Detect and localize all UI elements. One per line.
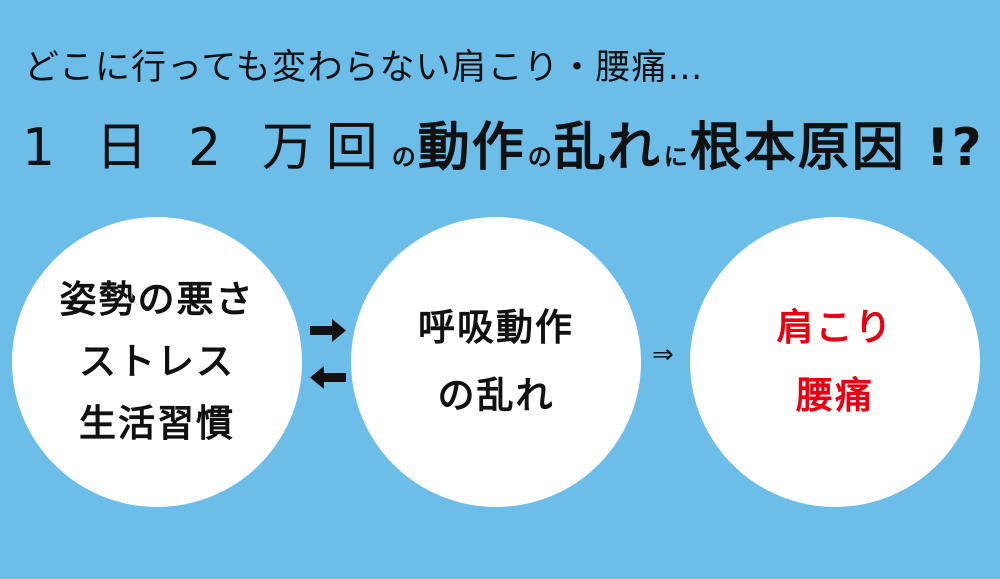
page-title: 1 日 2 万回 の 動作 の 乱れ に 根本原因 !? [22,112,984,184]
breathing-label-line2: の乱れ [437,374,555,417]
title-particle: の [391,143,416,171]
symptom-back-pain: 腰痛 [796,374,874,417]
cause-lifestyle: 生活習慣 [79,402,235,445]
headline: どこに行っても変わらない肩こり・腰痛… [24,48,704,88]
title-part-motion: 動作 [417,118,526,178]
symptoms-circle: 肩こり 腰痛 [690,217,980,507]
title-part-root-cause: 根本原因 !? [689,118,984,178]
bidirectional-arrows [309,318,347,390]
symptom-shoulder-stiffness: 肩こり [776,306,894,349]
title-part-disorder: 乱れ [553,118,662,178]
left-arrow-icon [310,366,346,389]
implies-arrow-icon: ⇒ [652,340,674,370]
title-particle: の [527,143,552,171]
breathing-circle: 呼吸動作 の乱れ [351,217,641,507]
cause-stress: ストレス [79,340,235,383]
title-particle: に [663,143,688,171]
right-arrow-icon [310,319,346,342]
title-part-count: 1 日 2 万回 [22,118,390,178]
causes-circle: 姿勢の悪さ ストレス 生活習慣 [12,217,302,507]
cause-posture: 姿勢の悪さ [59,278,255,321]
breathing-label-line1: 呼吸動作 [418,306,574,349]
arrow-icons [310,319,346,389]
